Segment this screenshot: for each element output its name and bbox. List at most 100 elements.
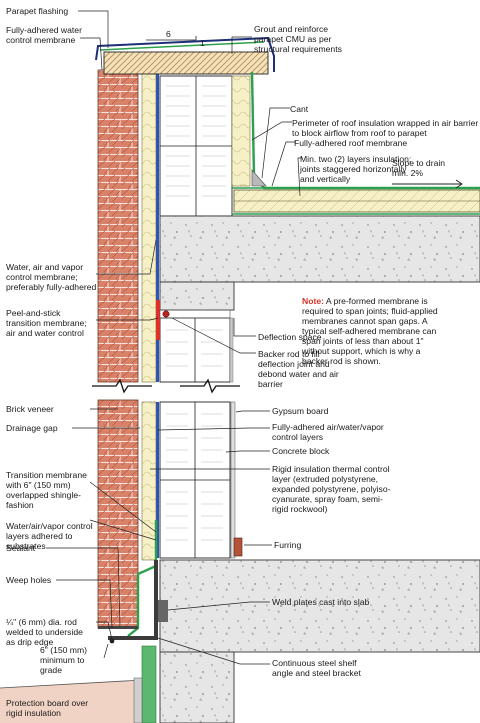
callout-left-4: Brick veneer [6, 404, 54, 414]
callout-right-line: debond water and air [258, 369, 339, 379]
callout-right-3: Fully-adhered roof membrane [294, 138, 407, 148]
callout-right-line: Perimeter of roof insulation wrapped in … [292, 118, 478, 128]
callout-right-2: Perimeter of roof insulation wrapped in … [292, 118, 478, 138]
break-lines [92, 378, 240, 394]
lower-beam [159, 651, 235, 723]
callout-left-line: Sealant [6, 543, 36, 553]
callout-right-line: expanded polystyrene, polyiso- [272, 484, 391, 494]
callout-left-line: fashion [6, 500, 34, 510]
callout-left-line: Weep holes [6, 575, 51, 585]
upper-wall-section [95, 36, 480, 383]
callout-left-line: ¼" (6 mm) dia. rod [6, 617, 77, 627]
callout-right-line: Slope to drain [392, 158, 445, 168]
callout-left-line: Protection board over [6, 698, 88, 708]
callout-right-line: parapet CMU as per [254, 34, 332, 44]
callout-left-line: air and water control [6, 328, 84, 338]
callout-left-line: layers adhered to [6, 531, 73, 541]
callout-left-5: Drainage gap [6, 423, 58, 433]
callout-left-line: minimum to [40, 655, 85, 665]
rigid-insulation-upper [141, 71, 157, 383]
callout-right-line: Fully-adhered air/water/vapor [272, 422, 384, 432]
slope-indicator: 6 1 [146, 29, 463, 189]
protection-board [133, 677, 143, 723]
callout-right-line: to block airflow from roof to parapet [292, 128, 427, 138]
weld-plate [158, 600, 168, 622]
callout-right-line: barrier [258, 379, 283, 389]
callout-right-line: Gypsum board [272, 406, 329, 416]
lower-transition-membrane [127, 520, 158, 637]
callout-right-line: structural requirements [254, 44, 342, 54]
callout-right-8: Gypsum board [272, 406, 329, 416]
callout-left-line: as drip edge [6, 637, 54, 647]
drip-edge-rod [109, 638, 115, 644]
note-line: membranes cannot span gaps. A [302, 316, 428, 326]
floor-slab [159, 559, 480, 653]
note-line: required to span joints; fluid-applied [302, 306, 438, 316]
callout-left-line: preferably fully-adhered [6, 282, 97, 292]
backer-rod [162, 310, 170, 318]
callout-right-line: joints staggered horizontally [299, 164, 407, 174]
callout-left-line: Water/air/vapor control [6, 521, 93, 531]
callout-right-12: Furring [274, 540, 301, 550]
note-line: without support, which is why a [301, 346, 421, 356]
lower-wall-section [0, 399, 480, 723]
below-grade-membrane [141, 645, 157, 723]
callout-left-line: 6" (150 mm) [40, 645, 87, 655]
parapet-inner-insulation [231, 75, 251, 187]
callout-right-line: Cant [290, 104, 309, 114]
callout-right-line: min. 2% [392, 168, 423, 178]
note-line: backer rod is shown. [302, 356, 381, 366]
gypsum-board [230, 401, 236, 559]
callout-right-line: Fully-adhered roof membrane [294, 138, 407, 148]
callout-left-line: grade [40, 665, 62, 675]
furring [233, 537, 243, 557]
callout-left-9: Weep holes [6, 575, 51, 585]
callout-right-line: Min. two (2) layers insulation; [300, 154, 411, 164]
callout-left-8: Sealant [6, 543, 36, 553]
callout-left-line: rigid insulation [6, 708, 61, 718]
parapet-flashing [95, 36, 275, 72]
callout-right-line: angle and steel bracket [272, 668, 361, 678]
brick-veneer-upper [97, 69, 139, 383]
roof-slab [159, 215, 480, 283]
callout-right-10: Concrete block [272, 446, 330, 456]
callout-right-line: Rigid insulation thermal control [272, 464, 390, 474]
air-vapor-membrane-upper [156, 62, 159, 382]
callout-left-line: control membrane [6, 35, 75, 45]
edge-beam-upper [159, 281, 235, 311]
note-keyword: Note: [302, 296, 324, 306]
callout-left-line: Drainage gap [6, 423, 58, 433]
air-vapor-membrane-lower [156, 402, 159, 558]
note-line: span joints of less than about 1" [302, 336, 424, 346]
callout-left-line: Parapet flashing [6, 6, 68, 16]
callout-right-4: Min. two (2) layers insulation;joints st… [299, 154, 411, 184]
slope-run: 6 [166, 29, 171, 39]
transition-membrane [156, 300, 160, 340]
slope-rise: 1 [200, 38, 205, 48]
callout-right-line: Continuous steel shelf [272, 658, 357, 668]
cant-strip [251, 169, 267, 187]
callout-left-line: Peel-and-stick [6, 308, 61, 318]
callout-left-line: Brick veneer [6, 404, 54, 414]
grade-soil [0, 680, 142, 723]
callout-right-line: Concrete block [272, 446, 330, 456]
callout-right-line: rigid rockwool) [272, 504, 328, 514]
callout-left-line: Fully-adhered water [6, 25, 82, 35]
callout-right-line: control layers [272, 432, 323, 442]
